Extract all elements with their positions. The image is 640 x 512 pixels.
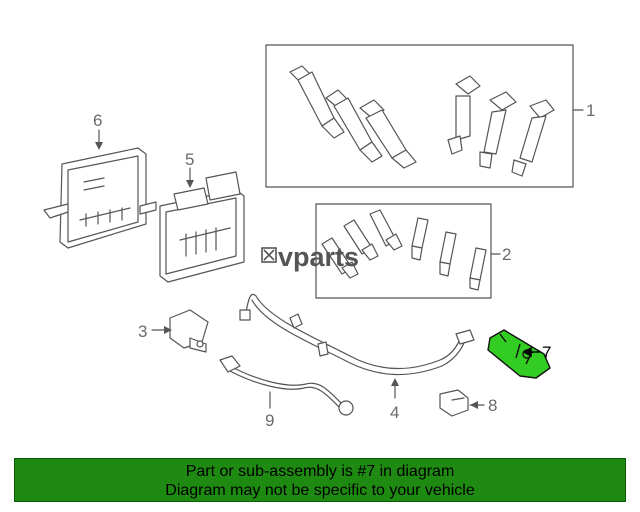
callout-1: 1 <box>586 101 595 120</box>
leader-7 <box>522 346 540 358</box>
sensor-bracket-3 <box>169 309 209 353</box>
arrowhead-5 <box>186 180 194 188</box>
highlighted-part-7 <box>487 329 551 379</box>
banner-line-1: Part or sub-assembly is #7 in diagram <box>185 463 455 480</box>
callout-5: 5 <box>185 150 194 169</box>
spark-plug-group <box>321 209 487 291</box>
sensor-8 <box>439 389 469 417</box>
watermark-text: vparts <box>278 242 359 272</box>
wiring-harness-4 <box>239 293 475 376</box>
arrowhead-3 <box>164 326 172 334</box>
info-banner: Part or sub-assembly is #7 in diagram Di… <box>14 458 626 502</box>
callout-7: 7 <box>542 343 551 362</box>
callout-2: 2 <box>502 245 511 264</box>
ecu-5 <box>159 171 245 283</box>
parts-diagram: vparts 1 2 3 4 5 6 7 8 9 <box>43 44 595 430</box>
banner-line-2: Diagram may not be specific to your vehi… <box>165 482 475 499</box>
callout-9: 9 <box>265 411 274 430</box>
callout-4: 4 <box>390 403 399 422</box>
ignition-coil-box <box>265 44 574 188</box>
callout-8: 8 <box>488 396 497 415</box>
callout-3: 3 <box>138 322 147 341</box>
knock-sensor-9 <box>219 355 354 416</box>
ignition-coil-group-left <box>289 65 417 169</box>
callout-6: 6 <box>93 111 102 130</box>
vparts-watermark: vparts <box>261 242 359 272</box>
arrowhead-4 <box>391 378 399 386</box>
control-module-6 <box>43 147 157 249</box>
spark-plug-box <box>315 203 492 299</box>
arrowhead-8 <box>470 401 478 409</box>
ignition-coil-group-right <box>447 75 555 177</box>
arrowhead-6 <box>95 142 103 150</box>
